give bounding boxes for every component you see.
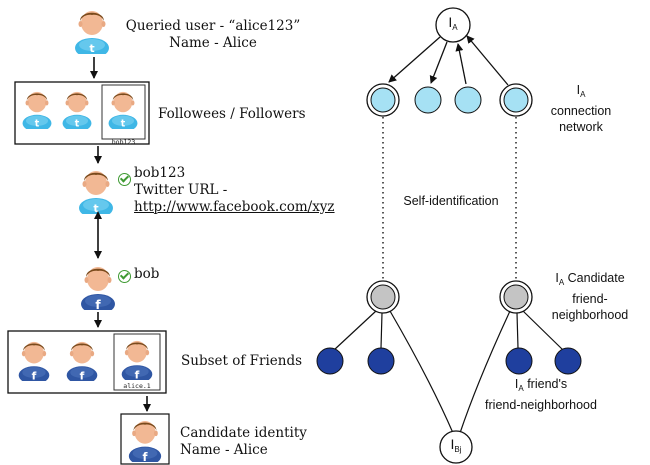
connection-line2: network [559,120,603,134]
node-ibj [439,430,473,464]
friends-line1: friend's [527,377,568,391]
conn-node-3 [454,86,482,114]
candidate-neigh-line3: neighborhood [551,308,629,322]
friend-avatar-alice [121,340,153,380]
candidate-sub: A [558,278,565,287]
edge-c3-ia [455,43,467,85]
followees-box [14,81,150,145]
connection-line1: connection [550,104,612,118]
candidate-line2: Name - Alice [180,442,268,458]
bob-label: bob [134,266,160,282]
node-ibj-sub: Bj [454,445,462,454]
self-identification-label: Self-identification [403,194,499,208]
gray-node-left [370,284,396,310]
conn-node-1 [370,87,396,113]
node-ia-top [435,7,471,43]
candidate-neighborhood-label: IA Candidate friend- neighborhood [540,270,640,323]
subset-box [7,330,167,394]
bob123-line2: Twitter URL - [134,182,228,198]
candidate-main: I [555,271,559,285]
edge-ia-c2 [429,41,448,84]
node-ibj-main: I [450,436,455,452]
edge-gr-f4 [522,310,564,351]
candidate-neigh-line1: Candidate [567,271,625,285]
followees-label: Followees / Followers [158,106,306,122]
candidate-avatar [128,420,162,462]
check-icon-bob123 [118,173,131,186]
node-ia-top-sub: A [452,23,458,32]
bob123-avatar [79,171,113,214]
bob123-url-link[interactable]: http://www.facebook.com/xyz [134,199,335,215]
queried-user-avatar [75,11,109,54]
candidate-line1: Candidate identity [180,425,307,441]
edge-gl-ibj [389,310,454,434]
conn-node-2 [414,86,442,114]
gray-node-right [503,284,529,310]
subset-label: Subset of Friends [181,353,303,369]
followee-avatar-bob123 [108,91,138,129]
edge-ia-c1 [388,36,441,83]
edge-gr-ibj [459,310,511,434]
candidate-text: Candidate identity Name - Alice [180,425,307,459]
friends-line2: friend-neighborhood [485,398,597,412]
bob123-line1: bob123 [134,165,186,181]
queried-user-line1: Queried user - “alice123” [125,18,301,34]
friend-highlight-box [113,333,161,391]
queried-user-line2: Name - Alice [169,35,257,51]
friend-avatar-1 [18,341,50,381]
candidate-box [120,413,170,465]
edge-gr-f3 [516,312,519,349]
friend-node-1 [316,347,344,375]
edge-gl-f1 [333,310,377,351]
friend-avatar-2 [66,341,98,381]
node-ia-top-main: I [448,14,453,30]
conn-node-4 [503,87,529,113]
bob123-text: bob123 Twitter URL - http://www.facebook… [134,165,335,216]
bob-avatar [81,267,115,310]
friend-node-2 [367,347,395,375]
node-ibj-label: IBj [441,436,471,458]
connection-sub: A [580,90,586,99]
edge-gl-f2 [380,312,383,349]
friends-main: I [514,377,519,391]
edge-c4-ia [466,35,509,86]
node-ia-top-label: IA [440,14,466,36]
friend-node-3 [505,347,533,375]
check-icon-bob [118,270,131,283]
candidate-neigh-line2: friend- [572,292,608,306]
followee-highlight-box [101,84,146,140]
connection-network-label: IA connection network [540,82,622,135]
friends-sub: A [518,384,524,393]
queried-user-text: Queried user - “alice123” Name - Alice [118,18,308,52]
followee-avatar-1 [22,91,52,129]
friend-caption: alice.1 [123,382,151,390]
followee-avatar-2 [62,91,92,129]
friends-neighborhood-label: IA friend's friend-neighborhood [476,376,606,413]
connection-main: I [576,83,581,97]
friend-node-4 [554,347,582,375]
followee-caption: bob123 [111,138,136,146]
